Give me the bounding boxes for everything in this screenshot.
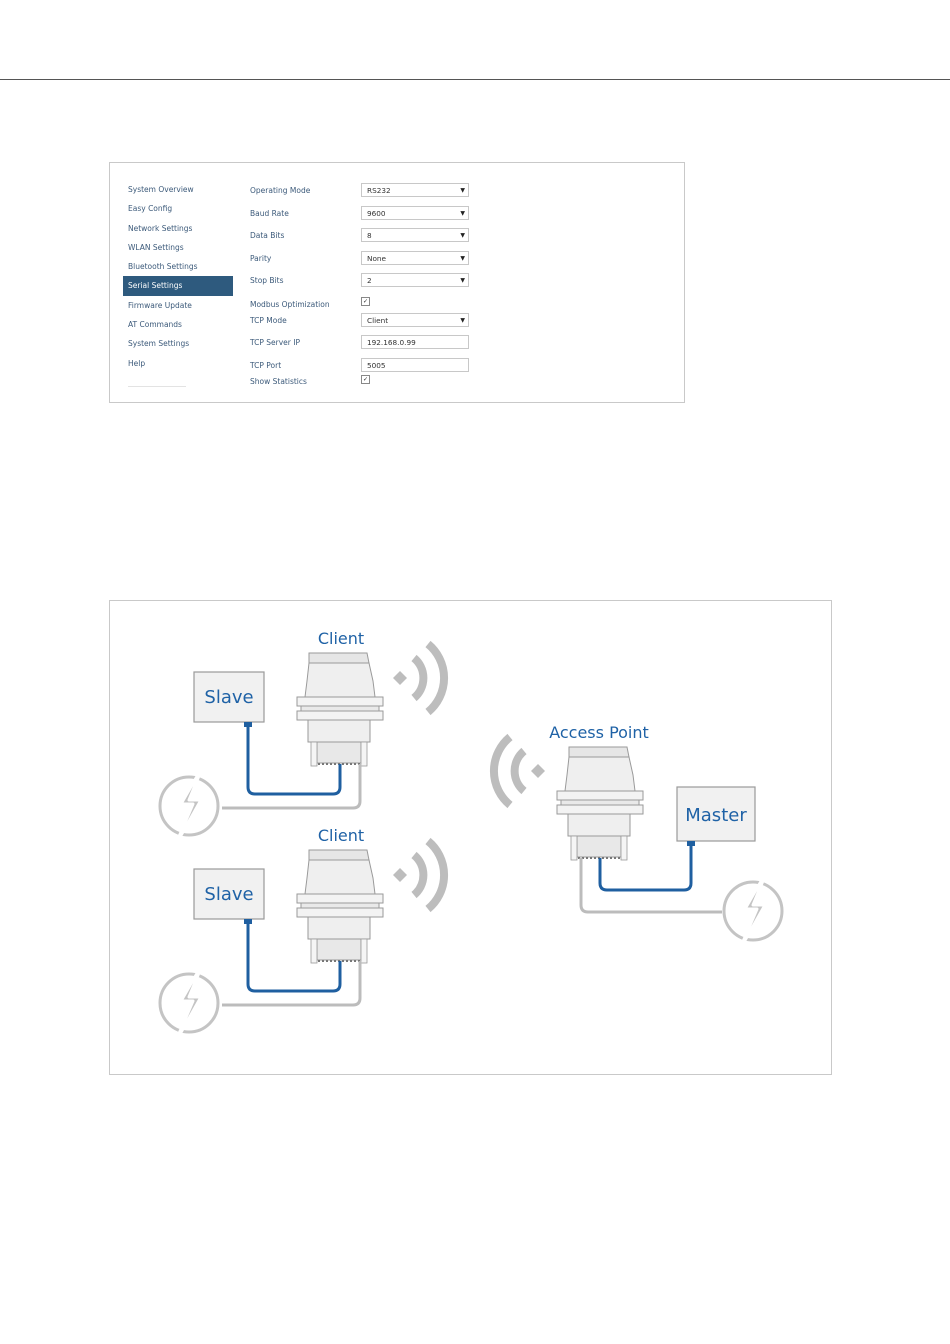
baud-rate-label: Baud Rate	[250, 208, 289, 218]
slave-bottom-box	[193, 868, 265, 920]
client-bottom-device-icon	[296, 849, 384, 964]
tcp-server-ip-value: 192.168.0.99	[367, 338, 416, 347]
tcp-server-ip-label: TCP Server IP	[250, 338, 300, 347]
tcp-mode-select[interactable]: Client ▼	[361, 312, 469, 327]
tcp-port-label: TCP Port	[250, 360, 282, 370]
slave-bottom-port	[244, 919, 252, 924]
slave-bottom-label: Slave	[204, 884, 253, 905]
serial-cable-top	[246, 727, 342, 796]
sidebar-item-serial-settings[interactable]: Serial Settings	[123, 276, 233, 296]
sidebar-item-network-settings[interactable]: Network Settings	[128, 223, 193, 233]
operating-mode-select[interactable]: RS232 ▼	[361, 183, 469, 197]
chevron-down-icon: ▼	[460, 254, 465, 262]
lightning-power-icon	[158, 764, 220, 848]
stop-bits-label: Stop Bits	[250, 276, 284, 285]
data-bits-row: Data Bits 8 ▼	[250, 225, 680, 248]
serial-settings-form: Operating Mode RS232 ▼ Baud Rate 9600 ▼ …	[250, 180, 680, 392]
page-header-rule	[0, 79, 950, 80]
wifi-waves-icon	[393, 841, 444, 909]
parity-select[interactable]: None ▼	[361, 250, 469, 265]
master-port	[687, 841, 695, 846]
access-point-device-icon	[556, 746, 644, 861]
power-cable-bottom	[222, 961, 362, 1007]
tcp-mode-row: TCP Mode Client ▼	[250, 310, 680, 333]
sidebar-item-bluetooth-settings[interactable]: Bluetooth Settings	[128, 262, 198, 272]
client-top-device-icon	[296, 652, 384, 767]
wifi-waves-icon	[393, 644, 444, 712]
chevron-down-icon: ▼	[460, 209, 465, 217]
wifi-waves-icon	[494, 737, 545, 805]
operating-mode-value: RS232	[367, 186, 391, 195]
sidebar-item-easy-config[interactable]: Easy Config	[128, 204, 173, 214]
lightning-power-icon	[722, 869, 784, 953]
data-bits-select[interactable]: 8 ▼	[361, 228, 469, 242]
tcp-server-ip-input[interactable]: 192.168.0.99	[361, 335, 469, 349]
slave-top-label: Slave	[204, 687, 253, 708]
operating-mode-label: Operating Mode	[250, 186, 311, 195]
show-statistics-label: Show Statistics	[250, 376, 307, 386]
data-bits-label: Data Bits	[250, 231, 285, 240]
tcp-mode-value: Client	[367, 315, 389, 325]
stop-bits-value: 2	[367, 276, 372, 285]
tcp-port-value: 5005	[367, 360, 386, 370]
stop-bits-select[interactable]: 2 ▼	[361, 273, 469, 287]
tcp-mode-label: TCP Mode	[250, 315, 287, 325]
parity-row: Parity None ▼	[250, 248, 680, 271]
settings-sidebar: System Overview Easy Config Network Sett…	[123, 180, 233, 373]
sidebar-item-help[interactable]: Help	[128, 358, 146, 368]
access-point-label: Access Point	[549, 723, 649, 742]
modbus-optimization-row: Modbus Optimization ✓	[250, 293, 680, 310]
chevron-down-icon: ▼	[460, 316, 465, 324]
serial-settings-screenshot: System Overview Easy Config Network Sett…	[109, 162, 685, 403]
power-cable-top	[222, 764, 362, 810]
tcp-port-row: TCP Port 5005	[250, 355, 680, 375]
stop-bits-row: Stop Bits 2 ▼	[250, 270, 680, 293]
sidebar-item-at-commands[interactable]: AT Commands	[128, 320, 182, 330]
modbus-optimization-label: Modbus Optimization	[250, 299, 330, 309]
network-diagram: Client Slave Client Slave Access Point M…	[109, 600, 832, 1075]
sidebar-item-wlan-settings[interactable]: WLAN Settings	[128, 242, 184, 252]
parity-label: Parity	[250, 253, 272, 263]
show-statistics-checkbox[interactable]: ✓	[361, 374, 370, 384]
show-statistics-row: Show Statistics ✓	[250, 374, 680, 392]
sidebar-divider	[128, 386, 186, 387]
serial-cable-master	[598, 846, 693, 892]
power-cable-access-point	[579, 858, 722, 914]
modbus-optimization-checkbox[interactable]: ✓	[361, 296, 370, 306]
slave-top-port	[244, 722, 252, 727]
tcp-server-ip-row: TCP Server IP 192.168.0.99	[250, 332, 680, 355]
baud-rate-select[interactable]: 9600 ▼	[361, 205, 469, 220]
lightning-power-icon	[158, 961, 220, 1045]
master-box	[676, 786, 756, 842]
serial-cable-bottom	[246, 924, 342, 993]
sidebar-item-system-settings[interactable]: System Settings	[128, 339, 190, 349]
master-label: Master	[685, 805, 747, 826]
baud-rate-row: Baud Rate 9600 ▼	[250, 203, 680, 226]
chevron-down-icon: ▼	[460, 277, 465, 284]
client-bottom-label: Client	[318, 826, 364, 845]
client-top-label: Client	[318, 629, 364, 648]
chevron-down-icon: ▼	[460, 187, 465, 194]
sidebar-item-system-overview[interactable]: System Overview	[128, 185, 194, 194]
tcp-port-input[interactable]: 5005	[361, 357, 469, 372]
network-diagram-svg: Client Slave Client Slave Access Point M…	[158, 629, 784, 1045]
chevron-down-icon: ▼	[460, 232, 465, 239]
slave-top-box	[193, 671, 265, 723]
data-bits-value: 8	[367, 231, 372, 240]
parity-value: None	[367, 253, 387, 263]
operating-mode-row: Operating Mode RS232 ▼	[250, 180, 680, 203]
sidebar-item-firmware-update[interactable]: Firmware Update	[128, 300, 192, 310]
baud-rate-value: 9600	[367, 208, 386, 218]
